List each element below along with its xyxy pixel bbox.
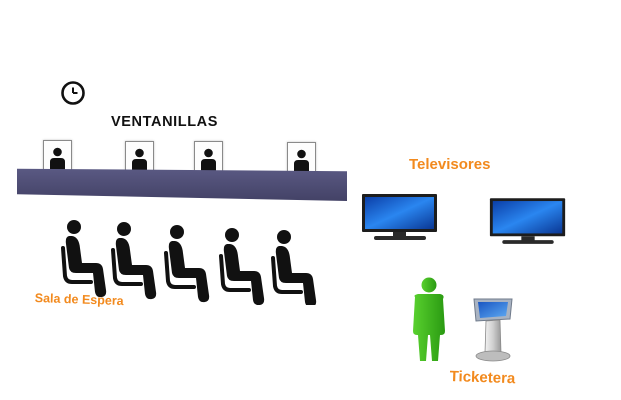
seated-person-icon	[271, 228, 319, 305]
seated-person-icon	[61, 218, 109, 300]
ventanilla-window	[287, 142, 316, 174]
clock-icon	[61, 81, 85, 105]
televisores-label: Televisores	[409, 156, 491, 173]
ventanilla-window	[194, 141, 223, 173]
seated-person-icon	[219, 226, 267, 305]
ticket-kiosk-icon	[473, 298, 513, 362]
ventanilla-window	[43, 140, 72, 172]
television-icon	[489, 198, 566, 244]
television-icon	[362, 194, 437, 240]
clerk-icon	[294, 149, 309, 173]
clerk-icon	[50, 147, 65, 171]
counter-desk	[17, 168, 347, 201]
waiting-area	[61, 218, 319, 305]
seated-person-icon	[164, 223, 212, 305]
ticketera-label: Ticketera	[449, 368, 516, 388]
seated-person-icon	[111, 220, 159, 302]
ventanillas-title: VENTANILLAS	[111, 114, 219, 130]
standing-person-icon	[413, 277, 445, 361]
sala-de-espera-label: Sala de Espera	[34, 291, 124, 309]
clerk-icon	[201, 148, 216, 172]
clerk-icon	[132, 148, 147, 172]
